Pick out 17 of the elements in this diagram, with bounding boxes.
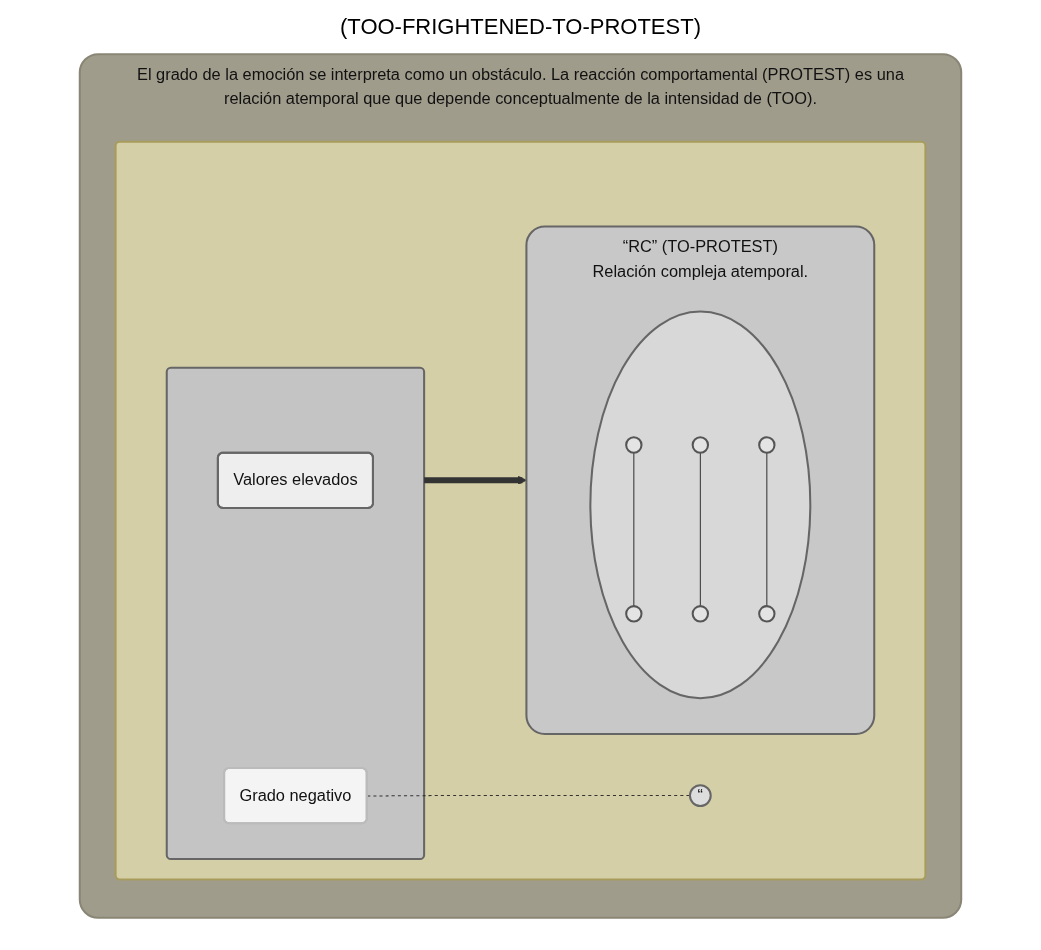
node-circle — [691, 605, 710, 623]
node-circle: “ — [688, 784, 712, 807]
node-circle — [625, 436, 643, 454]
connector — [699, 452, 701, 607]
connector — [766, 452, 768, 607]
connector — [633, 452, 635, 607]
node-circle — [758, 605, 776, 623]
node-circle — [691, 436, 710, 454]
node-circle — [625, 605, 643, 623]
cluster — [165, 366, 426, 860]
arrow — [424, 475, 527, 485]
diagram-title: (TOO-FRIGHTENED-TO-PROTEST) — [339, 14, 702, 40]
node-circle — [758, 436, 776, 454]
cluster: “RC” (TO-PROTEST) Relación compleja atemporal. — [525, 225, 876, 736]
cluster — [589, 310, 812, 700]
cluster — [114, 140, 927, 881]
connector — [366, 795, 691, 797]
